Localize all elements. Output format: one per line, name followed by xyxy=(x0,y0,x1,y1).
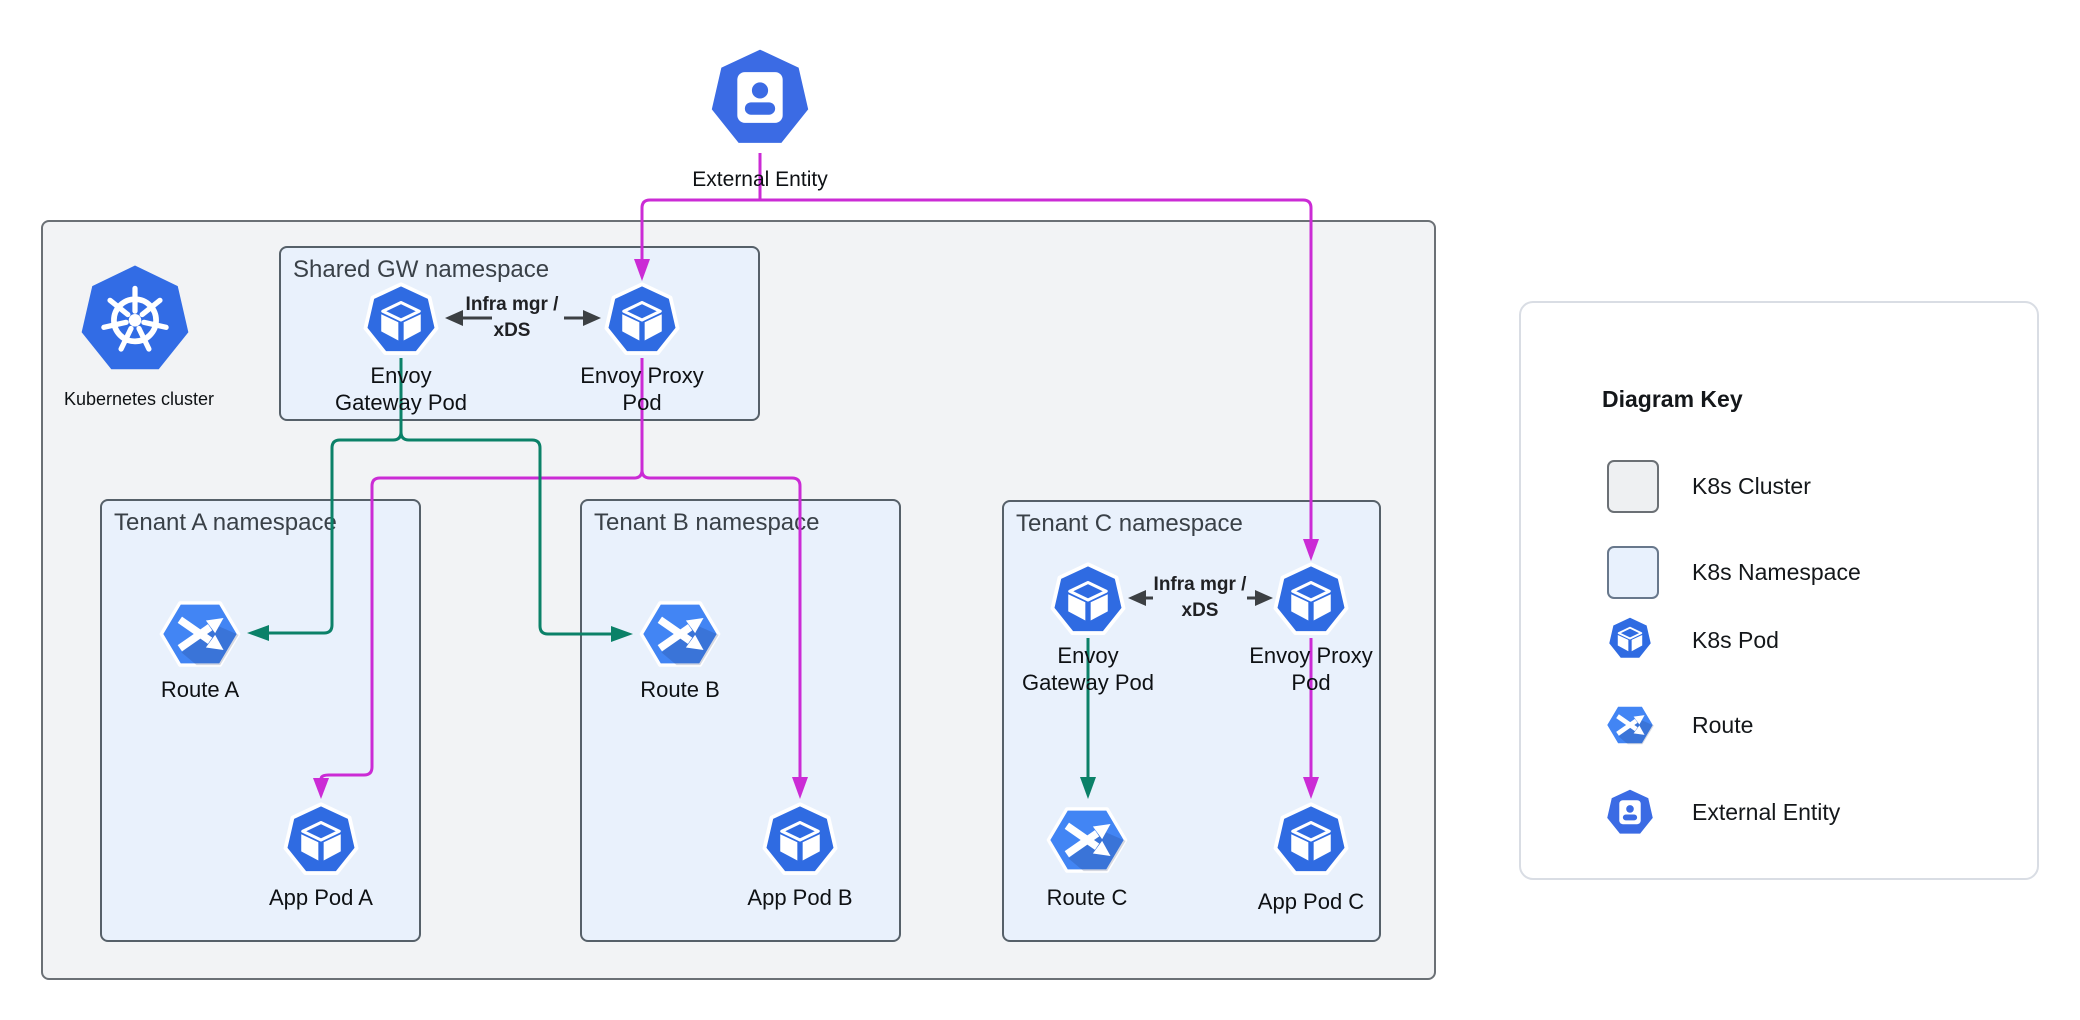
pod-icon xyxy=(1606,615,1654,662)
envoy-gateway-pod-shared-label: Envoy Gateway Pod xyxy=(334,363,468,415)
infra-mgr-xds-label-shared: Infra mgr / xDS xyxy=(465,294,559,341)
envoy-proxy-pod-c-label: Envoy Proxy Pod xyxy=(1249,643,1373,695)
tenant-a-namespace-title: Tenant A namespace xyxy=(114,509,337,536)
tenant-b-namespace-box: Tenant B namespace xyxy=(580,499,901,942)
route-b-label: Route B xyxy=(640,677,720,702)
route-icon xyxy=(638,597,722,671)
route-c-label: Route C xyxy=(1046,885,1128,910)
legend-label-pod: K8s Pod xyxy=(1692,627,1779,653)
kubernetes-icon xyxy=(78,259,192,377)
external-entity-label: External Entity xyxy=(692,168,828,191)
cluster-swatch xyxy=(1607,460,1659,513)
legend-label-external-entity: External Entity xyxy=(1692,799,1841,825)
app-pod-b-label: App Pod B xyxy=(747,885,853,910)
app-pod-a-label: App Pod A xyxy=(269,885,373,910)
route-a-label: Route A xyxy=(160,677,240,702)
pod-icon xyxy=(761,802,839,878)
tenant-a-namespace-box: Tenant A namespace xyxy=(100,499,421,942)
pod-icon xyxy=(1272,802,1350,878)
tenant-b-namespace-title: Tenant B namespace xyxy=(594,509,820,536)
pod-icon xyxy=(282,802,360,878)
diagram-key-title: Diagram Key xyxy=(1602,386,1743,412)
route-icon xyxy=(158,597,242,671)
external-entity-icon xyxy=(1604,787,1656,838)
route-icon xyxy=(1045,803,1129,877)
envoy-proxy-pod-shared-label: Envoy Proxy Pod xyxy=(580,363,704,415)
kubernetes-cluster-label: Kubernetes cluster xyxy=(63,389,215,409)
diagram-key-panel: Diagram Key K8s Cluster K8s Namespace K8… xyxy=(1519,301,2039,880)
infra-mgr-xds-label-tenant-c: Infra mgr / xDS xyxy=(1153,574,1247,621)
app-pod-c-label: App Pod C xyxy=(1257,889,1365,914)
tenant-c-namespace-title: Tenant C namespace xyxy=(1016,510,1243,537)
route-icon xyxy=(1604,702,1656,748)
namespace-swatch xyxy=(1607,546,1659,599)
legend-label-cluster: K8s Cluster xyxy=(1692,473,1811,499)
shared-gw-namespace-title: Shared GW namespace xyxy=(293,256,550,283)
pod-icon xyxy=(603,282,681,358)
envoy-gateway-pod-c-label: Envoy Gateway Pod xyxy=(1021,643,1155,695)
external-entity-icon xyxy=(703,44,817,152)
legend-label-namespace: K8s Namespace xyxy=(1692,559,1861,585)
legend-label-route: Route xyxy=(1692,712,1754,738)
